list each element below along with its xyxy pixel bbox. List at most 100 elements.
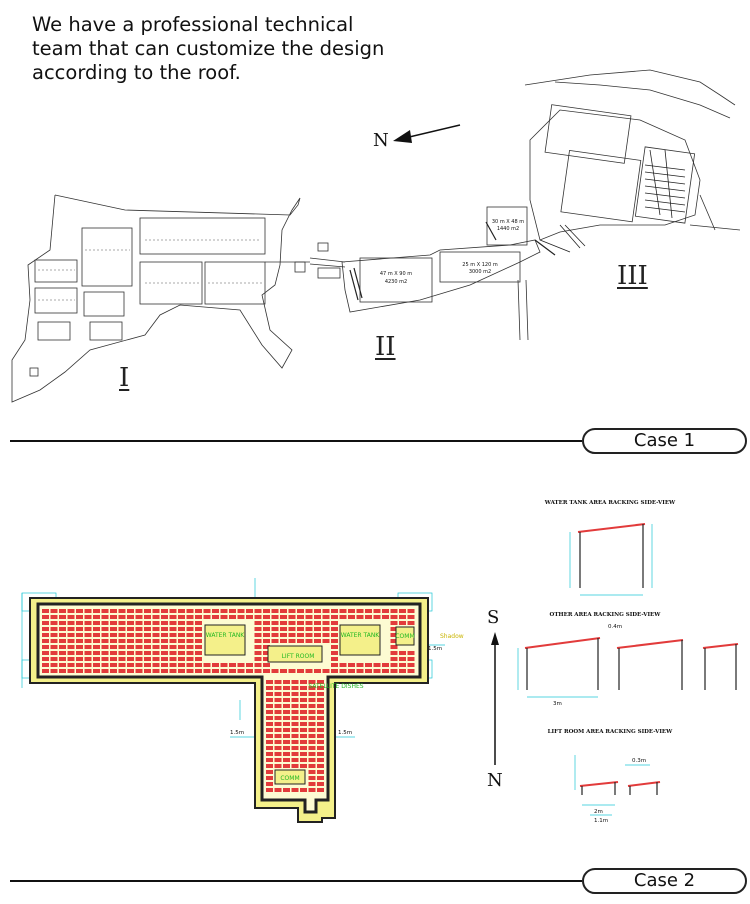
solar-panel bbox=[266, 770, 273, 774]
solar-panel bbox=[322, 615, 330, 619]
ii-mid-area: 3000 m2 bbox=[469, 269, 491, 275]
solar-panel bbox=[271, 621, 279, 625]
solar-panel bbox=[291, 710, 299, 714]
solar-panel bbox=[152, 657, 160, 661]
other-side-title: OTHER AREA RACKING SIDE-VIEW bbox=[550, 612, 662, 618]
comm-bottom-label: COMM bbox=[280, 775, 299, 782]
solar-panel bbox=[305, 609, 313, 613]
solar-panel bbox=[254, 615, 262, 619]
solar-panel bbox=[76, 669, 83, 673]
solar-panel bbox=[110, 633, 117, 637]
solar-panel bbox=[186, 669, 194, 673]
solar-panel bbox=[67, 663, 75, 667]
solar-panel bbox=[118, 645, 126, 649]
solar-panel bbox=[365, 615, 372, 619]
solar-panel bbox=[186, 621, 194, 625]
lift-side-view bbox=[579, 781, 661, 795]
solar-panel bbox=[195, 639, 202, 643]
solar-panel bbox=[280, 627, 287, 631]
solar-panel bbox=[84, 615, 92, 619]
solar-panel bbox=[314, 615, 321, 619]
solar-panel bbox=[263, 609, 270, 613]
solar-panel bbox=[135, 663, 143, 667]
site-area-iii-hatch bbox=[539, 149, 686, 253]
solar-panel bbox=[263, 633, 270, 637]
solar-panel bbox=[274, 788, 282, 792]
solar-panel bbox=[317, 746, 324, 750]
solar-panel bbox=[280, 621, 287, 625]
solar-panel bbox=[152, 669, 160, 673]
solar-panel bbox=[254, 633, 262, 637]
solar-panel bbox=[59, 633, 66, 637]
solar-panel bbox=[399, 663, 406, 667]
solar-panel bbox=[84, 633, 92, 637]
solar-panel bbox=[144, 663, 151, 667]
solar-panel bbox=[266, 680, 273, 684]
solar-panel bbox=[266, 740, 273, 744]
solar-panel bbox=[186, 663, 194, 667]
solar-panel bbox=[195, 651, 202, 655]
solar-panel bbox=[331, 657, 338, 661]
solar-panel bbox=[254, 663, 262, 667]
solar-panel bbox=[195, 669, 202, 673]
solar-panel bbox=[373, 615, 381, 619]
solar-panel bbox=[317, 770, 324, 774]
solar-panel bbox=[266, 734, 273, 738]
solar-panel bbox=[322, 669, 330, 673]
solar-panel bbox=[186, 627, 194, 631]
solar-panel bbox=[195, 615, 202, 619]
solar-panel bbox=[50, 609, 58, 613]
solar-panel bbox=[331, 633, 338, 637]
solar-panel bbox=[93, 627, 100, 631]
solar-panel bbox=[317, 764, 324, 768]
solar-panel bbox=[331, 615, 338, 619]
solar-panel bbox=[271, 627, 279, 631]
solar-panel bbox=[67, 609, 75, 613]
dim-left-label: 1.5m bbox=[230, 730, 244, 736]
solar-panel bbox=[76, 609, 83, 613]
solar-panel bbox=[390, 663, 398, 667]
solar-panel bbox=[274, 764, 282, 768]
solar-panel bbox=[399, 615, 406, 619]
solar-panel bbox=[308, 722, 316, 726]
area-label-ii: II bbox=[375, 332, 396, 362]
ii-small-size: 30 m X 48 m bbox=[492, 219, 524, 225]
solar-panel bbox=[178, 615, 185, 619]
solar-panel bbox=[271, 639, 279, 643]
solar-panel bbox=[283, 680, 290, 684]
solar-panel bbox=[237, 669, 245, 673]
solar-panel bbox=[331, 669, 338, 673]
solar-panel bbox=[76, 633, 83, 637]
solar-panel bbox=[254, 639, 262, 643]
solar-panel bbox=[266, 752, 273, 756]
water-tank-right-box bbox=[339, 624, 381, 656]
solar-panel bbox=[110, 651, 117, 655]
solar-panel bbox=[271, 615, 279, 619]
solar-panel bbox=[390, 627, 398, 631]
solar-panel bbox=[186, 645, 194, 649]
solar-panel bbox=[254, 621, 262, 625]
solar-panel bbox=[50, 621, 58, 625]
solar-panel bbox=[161, 621, 168, 625]
solar-panel bbox=[76, 663, 83, 667]
solar-panel bbox=[283, 704, 290, 708]
solar-panel bbox=[314, 609, 321, 613]
solar-panel bbox=[161, 645, 168, 649]
solar-panel bbox=[169, 651, 177, 655]
case1-badge: Case 1 bbox=[582, 428, 747, 454]
solar-panel bbox=[274, 734, 282, 738]
solar-panel bbox=[110, 645, 117, 649]
solar-panel bbox=[110, 615, 117, 619]
solar-panel bbox=[254, 651, 262, 655]
comm-right-label: COMM bbox=[395, 633, 414, 640]
solar-panel bbox=[67, 627, 75, 631]
solar-panel bbox=[339, 615, 347, 619]
solar-panel bbox=[291, 740, 299, 744]
solar-panel bbox=[110, 663, 117, 667]
solar-panel bbox=[266, 776, 273, 780]
solar-panel bbox=[59, 651, 66, 655]
solar-panel bbox=[42, 621, 49, 625]
solar-panel bbox=[135, 669, 143, 673]
solar-panel bbox=[118, 621, 126, 625]
solar-panel bbox=[274, 698, 282, 702]
